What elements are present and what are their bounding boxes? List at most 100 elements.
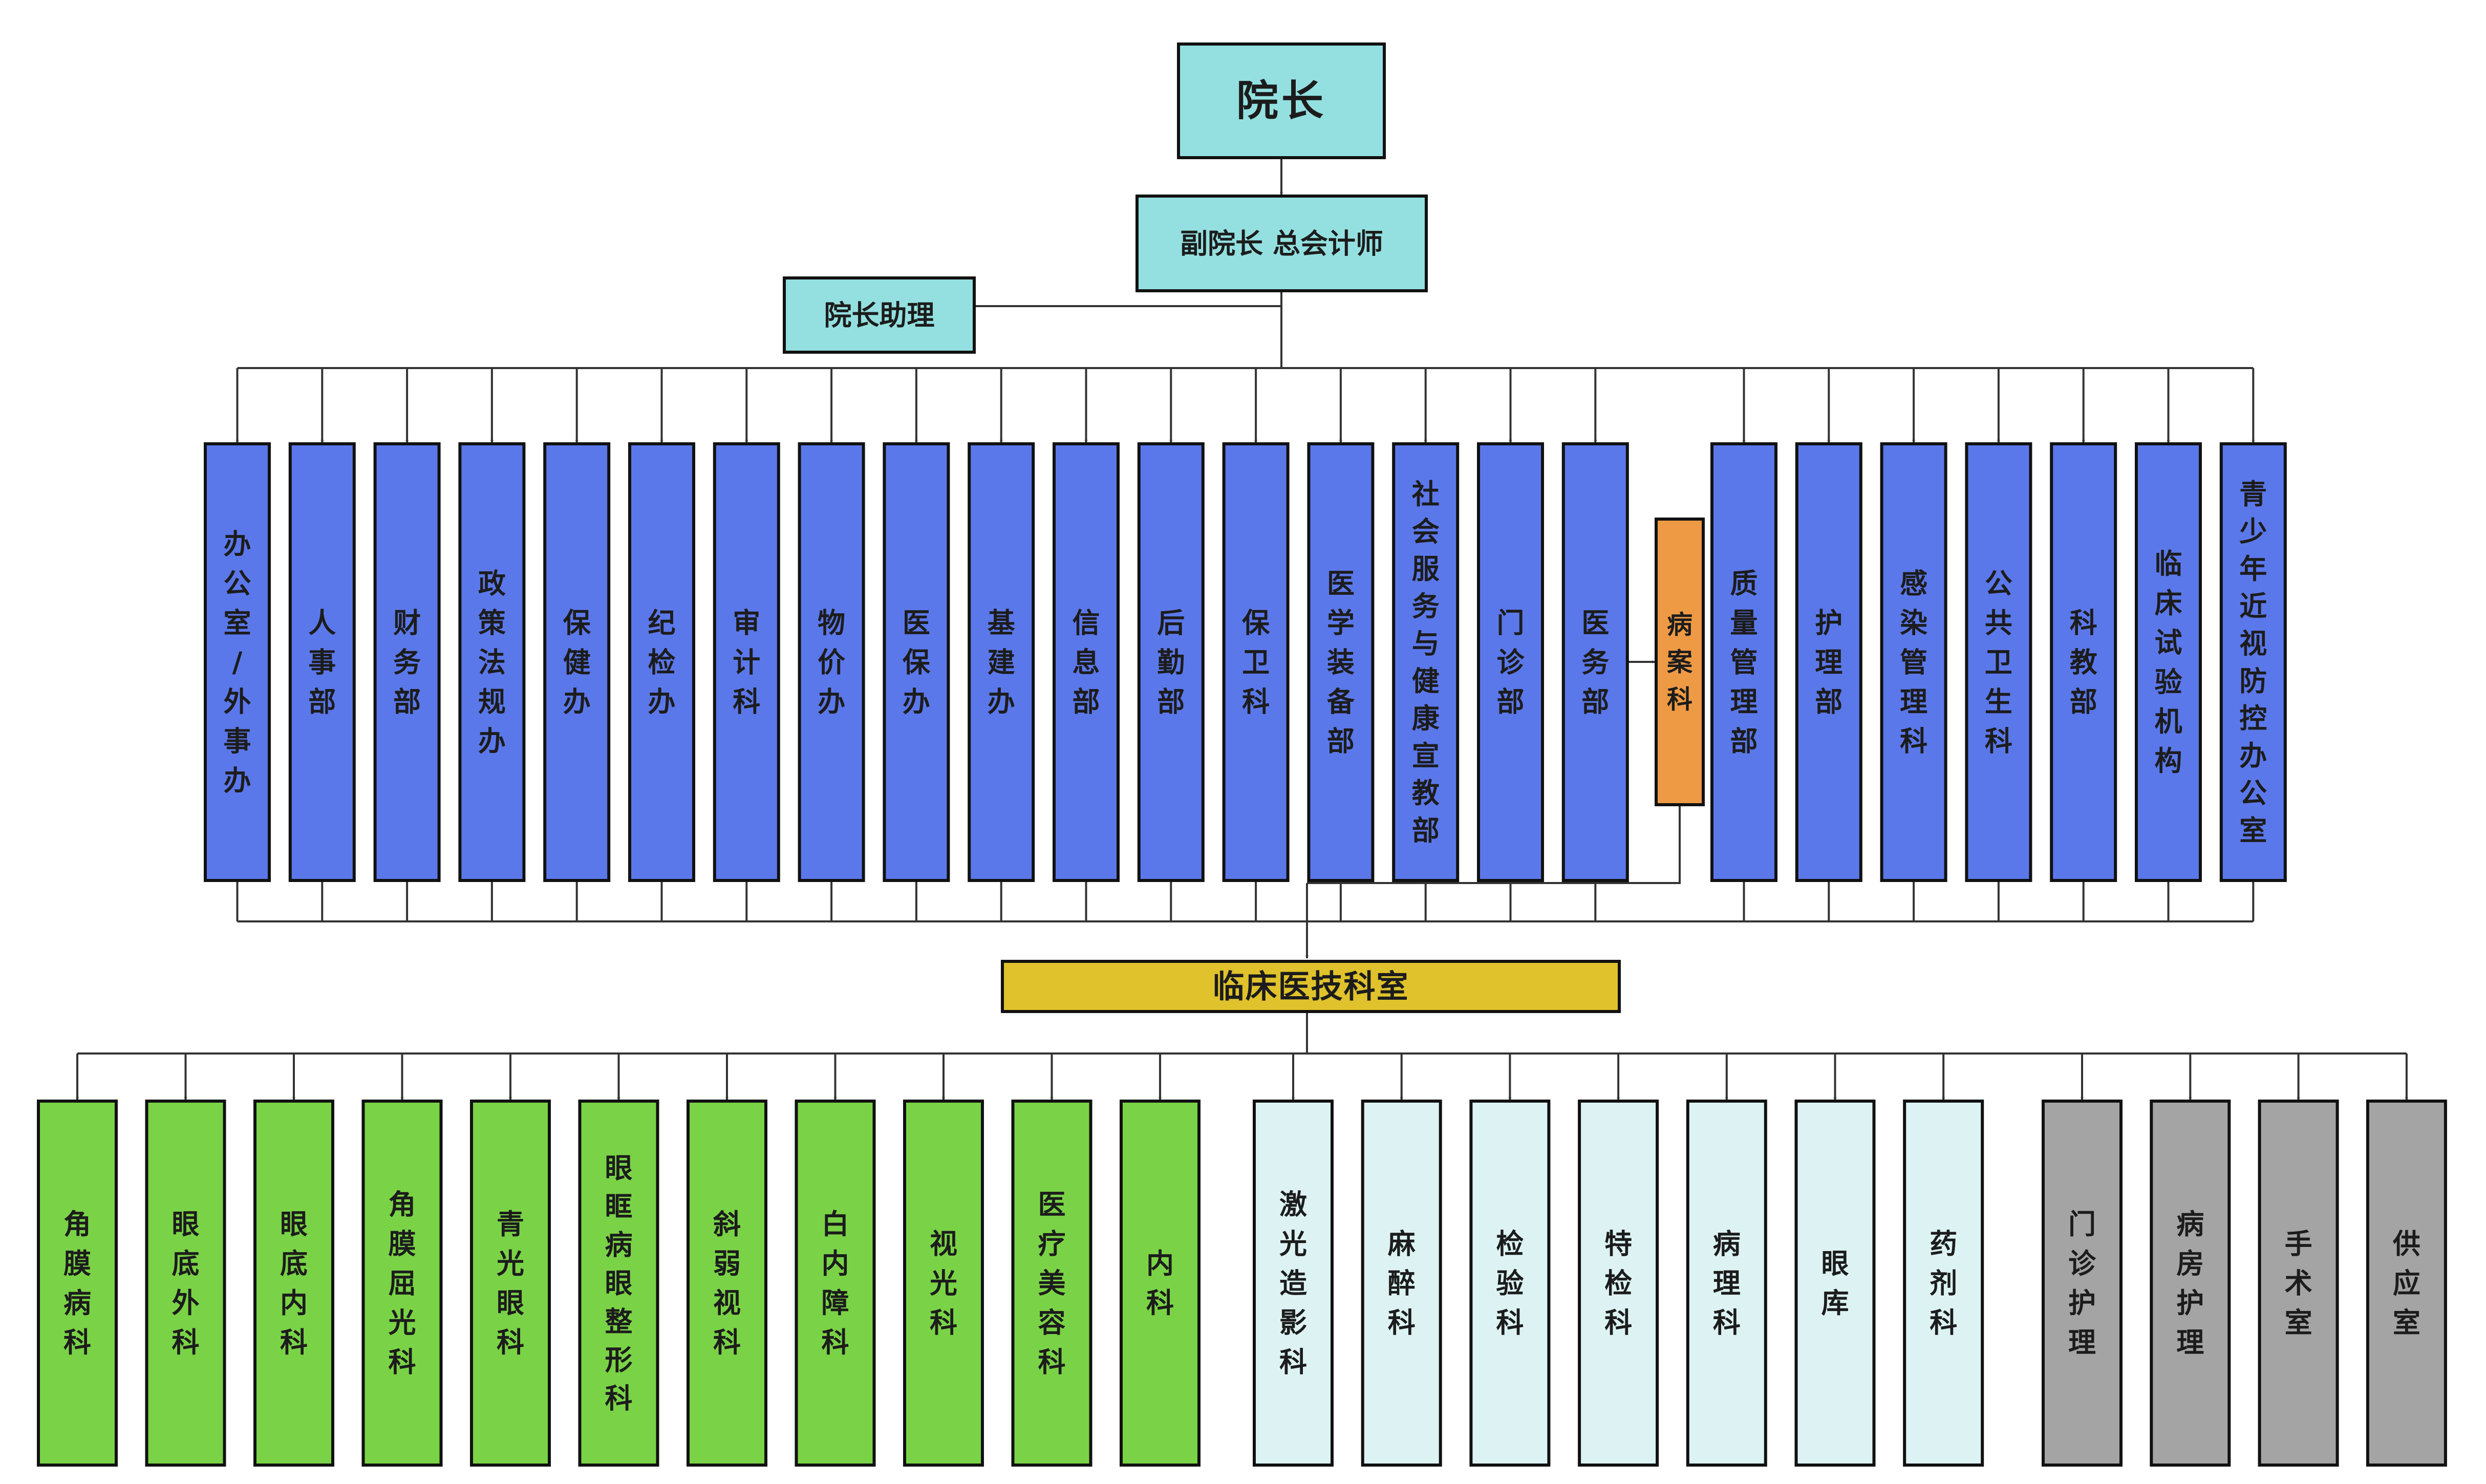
- admin-dept-17: 质量管理部: [1710, 442, 1777, 882]
- admin-dept-10: 信息部: [1053, 442, 1120, 882]
- admin-dept-7-label: 物价办: [818, 607, 845, 718]
- connector-lines: [76, 158, 2408, 1101]
- admin-dept-12-label: 保卫科: [1242, 607, 1270, 718]
- clinical-dept-4-box: [470, 1100, 551, 1467]
- tech-dept-6-box: [1903, 1100, 1984, 1467]
- admin-dept-21: 科教部: [2050, 442, 2117, 882]
- nursing-unit-3-box: [2366, 1100, 2447, 1467]
- admin-dept-19-label: 感染管理科: [1900, 567, 1927, 758]
- tech-dept-3: 特检科: [1578, 1100, 1659, 1467]
- admin-dept-22-label: 临床试验机构: [2155, 547, 2182, 777]
- admin-dept-1: 人事部: [288, 442, 356, 882]
- clinical-dept-2-label: 眼底内科: [280, 1208, 308, 1359]
- nursing-unit-1-label: 病房护理: [2176, 1208, 2204, 1359]
- clinical-dept-7: 白内障科: [795, 1100, 876, 1467]
- clinical-dept-10: 内科: [1120, 1100, 1201, 1467]
- admin-dept-0-box: [204, 442, 271, 882]
- admin-dept-13-label: 医学装备部: [1327, 567, 1355, 758]
- nursing-unit-2-box: [2258, 1100, 2339, 1467]
- nursing-unit-1: 病房护理: [2150, 1100, 2231, 1467]
- admin-dept-19: 感染管理科: [1880, 442, 1947, 882]
- admin-dept-23-label: 青少年近视防控办公室: [2239, 478, 2267, 847]
- clinical-dept-7-label: 白内障科: [822, 1208, 849, 1359]
- tech-dept-1: 麻醉科: [1361, 1100, 1442, 1467]
- admin-dept-16-label: 医务部: [1581, 607, 1609, 718]
- admin-dept-6: 审计科: [713, 442, 780, 882]
- tech-dept-2: 检验科: [1469, 1100, 1551, 1467]
- admin-dept-15: 门诊部: [1477, 442, 1544, 882]
- admin-dept-2: 财务部: [373, 442, 441, 882]
- tech-dept-5-box: [1794, 1100, 1876, 1467]
- tech-dept-1-label: 麻醉科: [1388, 1228, 1416, 1339]
- admin-dept-17-box: [1710, 442, 1777, 882]
- admin-dept-22: 临床试验机构: [2135, 442, 2202, 882]
- admin-dept-23-box: [2219, 442, 2287, 882]
- admin-dept-5-box: [628, 442, 695, 882]
- admin-dept-6-box: [713, 442, 780, 882]
- clinical-dept-10-label: 内科: [1146, 1247, 1174, 1319]
- admin-dept-6-label: 审计科: [733, 607, 760, 718]
- admin-dept-0-label: 办公室/外事办: [224, 528, 251, 797]
- nursing-unit-3: 供应室: [2366, 1100, 2447, 1467]
- admin-dept-7: 物价办: [798, 442, 865, 882]
- tech-dept-6-label: 药剂科: [1930, 1228, 1957, 1339]
- clinical-dept-5: 眼眶病眼整形科: [578, 1100, 659, 1467]
- admin-dept-23: 青少年近视防控办公室: [2219, 442, 2287, 882]
- director-box-box: [1177, 42, 1386, 159]
- clinical-dept-4-label: 青光眼科: [497, 1208, 524, 1359]
- records-office-box: [1655, 518, 1705, 806]
- admin-dept-20-box: [1965, 442, 2032, 882]
- clinical-dept-3-box: [361, 1100, 443, 1467]
- admin-dept-18: 护理部: [1795, 442, 1862, 882]
- assistant-box-label: 院长助理: [824, 299, 935, 332]
- clinical-dept-0-label: 角膜病科: [63, 1208, 91, 1359]
- tech-dept-0-box: [1253, 1100, 1334, 1467]
- clinical-dept-2: 眼底内科: [253, 1100, 334, 1467]
- clinical-dept-10-box: [1120, 1100, 1201, 1467]
- clinical-dept-2-box: [253, 1100, 334, 1467]
- admin-dept-21-label: 科教部: [2070, 607, 2097, 718]
- clinical-dept-3-label: 角膜屈光科: [389, 1188, 416, 1379]
- admin-dept-3: 政策法规办: [458, 442, 526, 882]
- admin-dept-17-label: 质量管理部: [1730, 567, 1758, 758]
- admin-dept-12: 保卫科: [1222, 442, 1290, 882]
- hub-box-label: 临床医技科室: [1212, 968, 1409, 1005]
- admin-dept-11-label: 后勤部: [1157, 607, 1185, 718]
- clinical-dept-8: 视光科: [903, 1100, 984, 1467]
- nursing-unit-2-label: 手术室: [2285, 1228, 2312, 1339]
- tech-dept-2-label: 检验科: [1496, 1228, 1524, 1339]
- admin-dept-4-box: [543, 442, 611, 882]
- tech-dept-3-label: 特检科: [1604, 1228, 1632, 1339]
- nursing-unit-0: 门诊护理: [2042, 1100, 2123, 1467]
- hub-box-box: [1001, 960, 1621, 1013]
- admin-dept-12-box: [1222, 442, 1290, 882]
- admin-dept-20: 公共卫生科: [1965, 442, 2032, 882]
- clinical-dept-8-box: [903, 1100, 984, 1467]
- admin-dept-9-label: 基建办: [988, 607, 1015, 718]
- admin-dept-0: 办公室/外事办: [204, 442, 271, 882]
- nursing-unit-1-box: [2150, 1100, 2231, 1467]
- admin-dept-1-box: [288, 442, 356, 882]
- admin-dept-13-box: [1307, 442, 1375, 882]
- admin-dept-19-box: [1880, 442, 1947, 882]
- admin-dept-1-label: 人事部: [308, 607, 336, 718]
- admin-dept-3-box: [458, 442, 526, 882]
- vice-director-box: 副院长 总会计师: [1135, 195, 1428, 292]
- admin-dept-11: 后勤部: [1137, 442, 1205, 882]
- tech-dept-0-label: 激光造影科: [1279, 1188, 1307, 1379]
- clinical-dept-4: 青光眼科: [470, 1100, 551, 1467]
- nursing-unit-3-label: 供应室: [2393, 1228, 2420, 1339]
- clinical-dept-5-label: 眼眶病眼整形科: [605, 1152, 633, 1415]
- tech-dept-1-box: [1361, 1100, 1442, 1467]
- clinical-dept-6-label: 斜弱视科: [713, 1208, 741, 1359]
- tech-dept-5: 眼库: [1794, 1100, 1876, 1467]
- admin-dept-4: 保健办: [543, 442, 611, 882]
- admin-dept-8-label: 医保办: [903, 607, 931, 718]
- admin-dept-8: 医保办: [883, 442, 950, 882]
- admin-dept-21-box: [2050, 442, 2117, 882]
- admin-dept-11-box: [1137, 442, 1205, 882]
- records-office-label: 病案科: [1667, 610, 1693, 715]
- clinical-dept-7-box: [795, 1100, 876, 1467]
